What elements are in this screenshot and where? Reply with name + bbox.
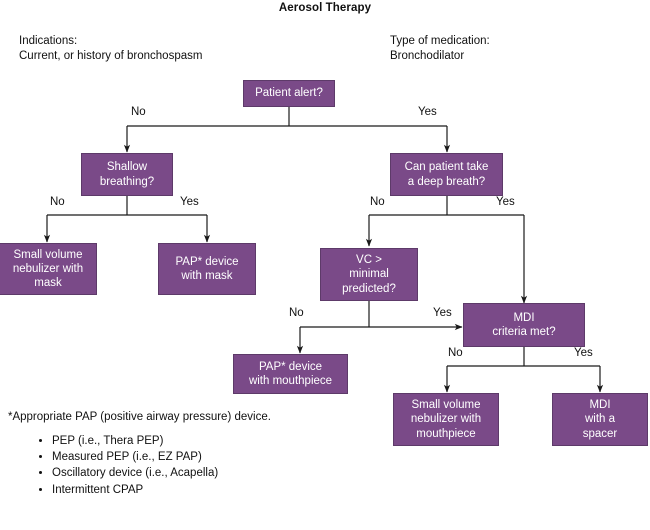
edge-label-deep-no: No: [370, 196, 385, 208]
node-mdi-criteria-met[interactable]: MDI criteria met?: [463, 303, 585, 347]
list-item: Intermittent CPAP: [52, 482, 218, 498]
node-mdi-with-spacer[interactable]: MDI with a spacer: [552, 393, 648, 446]
list-item: Oscillatory device (i.e., Acapella): [52, 465, 218, 481]
node-pap-device-mouthpiece[interactable]: PAP* device with mouthpiece: [233, 354, 348, 394]
edge-label-mdi-no: No: [448, 347, 463, 359]
node-deep-breath[interactable]: Can patient take a deep breath?: [390, 153, 503, 196]
edge-label-deep-yes: Yes: [496, 196, 515, 208]
list-item: Measured PEP (i.e., EZ PAP): [52, 449, 218, 465]
pap-device-list: PEP (i.e., Thera PEP) Measured PEP (i.e.…: [34, 433, 218, 498]
list-item: PEP (i.e., Thera PEP): [52, 433, 218, 449]
edge-label-vc-no: No: [289, 307, 304, 319]
node-shallow-breathing[interactable]: Shallow breathing?: [81, 153, 173, 196]
edge-label-alert-no: No: [131, 106, 146, 118]
medication-type-note: Type of medication: Bronchodilator: [390, 35, 490, 62]
node-vc-minimal-predicted[interactable]: VC > minimal predicted?: [320, 248, 418, 301]
edge-label-mdi-yes: Yes: [574, 347, 593, 359]
edge-label-alert-yes: Yes: [418, 106, 437, 118]
edge-label-shallow-no: No: [50, 196, 65, 208]
node-small-volume-nebulizer-mouthpiece[interactable]: Small volume nebulizer with mouthpiece: [393, 393, 499, 446]
edge-label-vc-yes: Yes: [433, 307, 452, 319]
page-title: Aerosol Therapy: [278, 2, 372, 14]
node-patient-alert[interactable]: Patient alert?: [243, 80, 335, 107]
pap-footnote: *Appropriate PAP (positive airway pressu…: [8, 411, 271, 423]
node-pap-device-mask[interactable]: PAP* device with mask: [158, 243, 256, 295]
edge-label-shallow-yes: Yes: [180, 196, 199, 208]
node-small-volume-nebulizer-mask[interactable]: Small volume nebulizer with mask: [0, 243, 97, 295]
indications-note: Indications: Current, or history of bron…: [19, 35, 203, 62]
